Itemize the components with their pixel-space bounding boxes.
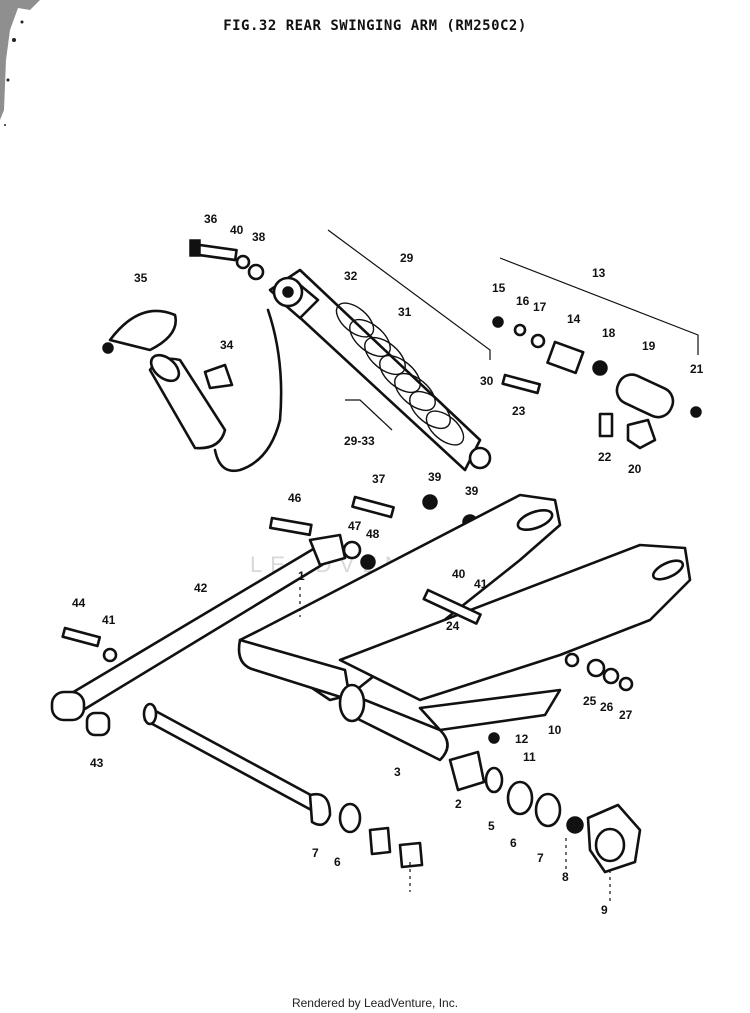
part-label: 24 xyxy=(446,619,460,633)
part-label: 11 xyxy=(523,750,536,764)
part-label: 35 xyxy=(134,271,148,285)
part-label: 16 xyxy=(516,294,530,308)
part-label: 10 xyxy=(548,723,562,737)
part-label: 7 xyxy=(312,846,319,860)
part-label: 46 xyxy=(288,491,302,505)
part-label: 43 xyxy=(90,756,104,770)
rear-shock-absorber xyxy=(213,268,492,473)
part-label: 30 xyxy=(480,374,494,388)
part-label: 38 xyxy=(252,230,266,244)
part-label: 34 xyxy=(220,338,234,352)
part-label: 27 xyxy=(619,708,633,722)
bracket-lines xyxy=(299,229,699,902)
linkage-set xyxy=(492,316,702,450)
part-label: 40 xyxy=(230,223,244,237)
part-label: 47 xyxy=(348,519,362,533)
part-label: 44 xyxy=(72,596,86,610)
part-label: 8 xyxy=(562,870,569,884)
part-label: 21 xyxy=(690,362,704,376)
part-label: 39 xyxy=(465,484,479,498)
tie-rod xyxy=(50,516,376,737)
part-label: 3 xyxy=(394,765,401,779)
part-label: 19 xyxy=(642,339,656,353)
shock-reservoir xyxy=(102,309,234,450)
part-label: 29-33 xyxy=(344,434,375,448)
part-number-labels: 36 40 38 35 34 32 29 31 30 29-33 15 16 1… xyxy=(72,212,704,917)
part-label: 1 xyxy=(298,569,305,583)
part-label: 20 xyxy=(628,462,642,476)
part-label: 29 xyxy=(400,251,414,265)
part-label: 37 xyxy=(372,472,386,486)
part-label: 39 xyxy=(428,470,442,484)
part-label: 48 xyxy=(366,527,380,541)
part-label: 6 xyxy=(334,855,341,869)
part-label: 40 xyxy=(452,567,466,581)
part-label: 13 xyxy=(592,266,606,280)
part-label: 36 xyxy=(204,212,218,226)
pivot-shaft-and-bearings xyxy=(142,588,642,874)
part-label: 5 xyxy=(488,819,495,833)
part-label: 9 xyxy=(601,903,608,917)
part-label: 15 xyxy=(492,281,506,295)
part-label: 32 xyxy=(344,269,358,283)
part-label: 41 xyxy=(102,613,116,627)
part-label: 6 xyxy=(510,836,517,850)
part-label: 7 xyxy=(537,851,544,865)
part-label: 23 xyxy=(512,404,526,418)
upper-mount-bolt xyxy=(189,239,265,281)
part-label: 12 xyxy=(515,732,529,746)
swing-arm xyxy=(237,493,692,762)
part-label: 14 xyxy=(567,312,581,326)
part-label: 2 xyxy=(455,797,462,811)
figure-title: FIG.32 REAR SWINGING ARM (RM250C2) xyxy=(223,18,527,34)
footer-credit: Rendered by LeadVenture, Inc. xyxy=(291,996,459,1010)
part-label: 31 xyxy=(398,305,412,319)
part-label: 18 xyxy=(602,326,616,340)
part-label: 17 xyxy=(533,300,547,314)
part-label: 22 xyxy=(598,450,612,464)
part-label: 42 xyxy=(194,581,208,595)
part-label: 41 xyxy=(474,577,488,591)
part-label: 26 xyxy=(600,700,614,714)
part-label: 25 xyxy=(583,694,597,708)
scan-speckle xyxy=(0,0,40,126)
